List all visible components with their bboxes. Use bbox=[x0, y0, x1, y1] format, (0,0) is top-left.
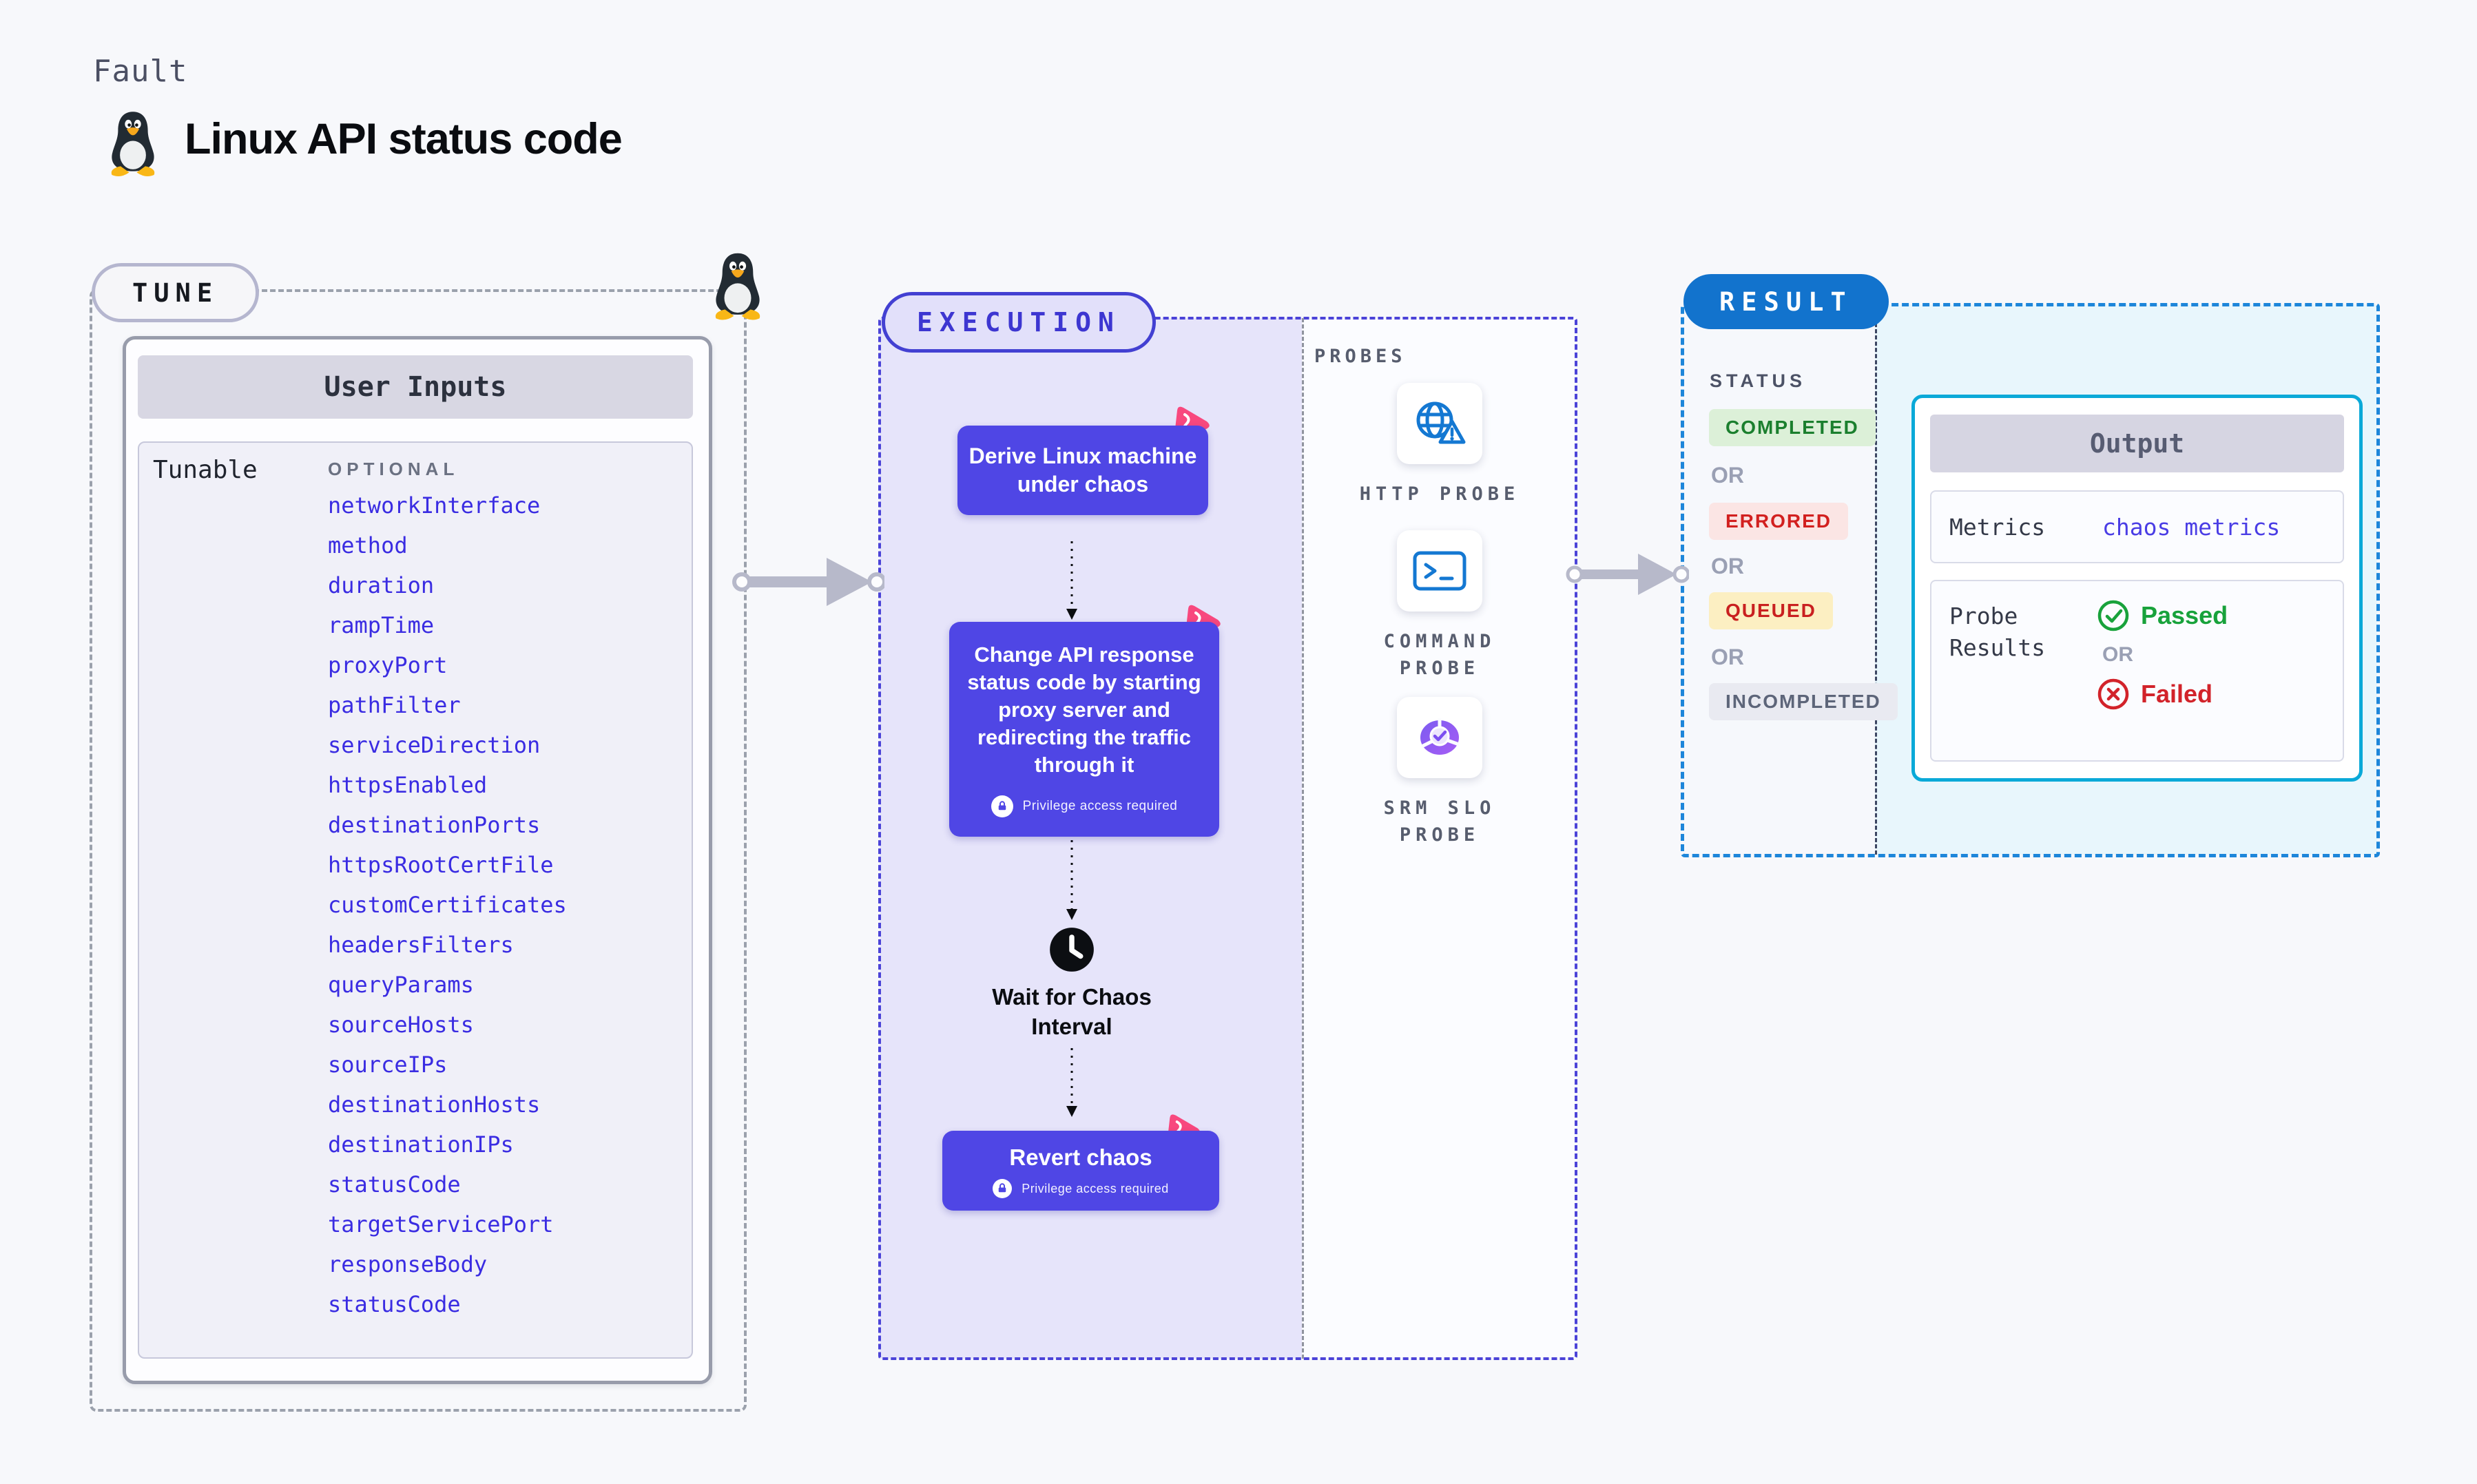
tunable-param: targetServicePort bbox=[328, 1211, 554, 1237]
status-badge-queued: QUEUED bbox=[1709, 592, 1833, 629]
tunable-row-label: Tunable bbox=[153, 456, 258, 484]
http-probe-label: HTTP PROBE bbox=[1359, 483, 1520, 505]
step-derive-machine: Derive Linux machine under chaos bbox=[957, 426, 1208, 515]
tunable-param: httpsRootCertFile bbox=[328, 852, 554, 878]
tunable-param: statusCode bbox=[328, 1291, 461, 1317]
srm-slo-probe-card bbox=[1397, 697, 1482, 778]
metrics-label: Metrics bbox=[1949, 514, 2046, 541]
result-status-panel bbox=[1682, 304, 1875, 855]
result-badge-label: RESULT bbox=[1719, 286, 1853, 317]
terminal-icon bbox=[1413, 551, 1466, 591]
output-card: Output Metrics chaos metrics Probe Resul… bbox=[1911, 395, 2363, 782]
step-label: Change API response status code by start… bbox=[967, 642, 1201, 777]
tune-to-execution-arrow bbox=[732, 558, 884, 606]
lock-icon bbox=[991, 795, 1013, 817]
privilege-label: Privilege access required bbox=[1022, 799, 1178, 813]
privilege-row: Privilege access required bbox=[959, 793, 1210, 820]
clock-icon bbox=[1048, 926, 1095, 973]
execution-badge: EXECUTION bbox=[882, 292, 1156, 353]
output-header: Output bbox=[1930, 415, 2344, 472]
tunable-param: destinationPorts bbox=[328, 812, 541, 838]
flow-arrow bbox=[1066, 840, 1077, 920]
optional-column-label: OPTIONAL bbox=[328, 459, 459, 479]
status-badge-completed: COMPLETED bbox=[1709, 409, 1876, 446]
or-separator: OR bbox=[1711, 463, 1744, 488]
tunables-table bbox=[138, 441, 693, 1359]
status-badge-incompleted: INCOMPLETED bbox=[1709, 683, 1898, 720]
metrics-value: chaos metrics bbox=[2102, 514, 2281, 541]
probes-section-label: PROBES bbox=[1314, 346, 1407, 367]
user-inputs-header: User Inputs bbox=[138, 355, 693, 419]
page-title: Linux API status code bbox=[185, 115, 623, 163]
linux-tux-icon bbox=[102, 109, 164, 179]
result-divider bbox=[1875, 304, 1877, 855]
lock-icon bbox=[993, 1179, 1013, 1198]
probes-divider bbox=[1302, 318, 1304, 1359]
status-badge-errored: ERRORED bbox=[1709, 503, 1849, 540]
flow-arrow bbox=[1066, 541, 1077, 620]
globe-warning-icon bbox=[1416, 401, 1466, 444]
tunable-param: rampTime bbox=[328, 612, 435, 638]
tunable-param: sourceHosts bbox=[328, 1012, 474, 1038]
step-revert-chaos: Revert chaos Privilege access required bbox=[942, 1131, 1219, 1211]
tunable-param: pathFilter bbox=[328, 692, 461, 718]
tunable-param: networkInterface bbox=[328, 492, 541, 519]
flow-arrow bbox=[1066, 1048, 1077, 1117]
tune-section-outline bbox=[90, 289, 747, 1412]
probes-panel bbox=[1302, 318, 1576, 1359]
command-probe-label: COMMAND PROBE bbox=[1383, 631, 1496, 679]
metrics-row: Metrics chaos metrics bbox=[1930, 490, 2344, 563]
execution-to-result-arrow bbox=[1566, 554, 1689, 595]
tunable-param: httpsEnabled bbox=[328, 772, 488, 798]
probe-verdicts: Passed OR Failed bbox=[2097, 599, 2228, 711]
tune-badge: TUNE bbox=[92, 263, 260, 322]
status-section-label: STATUS bbox=[1710, 370, 1806, 391]
step-label: Revert chaos bbox=[1009, 1145, 1152, 1170]
tunable-param: headersFilters bbox=[328, 932, 514, 958]
failed-label: Failed bbox=[2141, 680, 2213, 708]
step-label: Derive Linux machine under chaos bbox=[968, 443, 1197, 497]
or-separator: OR bbox=[2102, 643, 2133, 666]
tunable-param: responseBody bbox=[328, 1251, 488, 1277]
fault-eyebrow: Fault bbox=[93, 54, 188, 89]
srm-slo-probe-label: SRM SLO PROBE bbox=[1383, 797, 1496, 846]
or-separator: OR bbox=[1711, 554, 1744, 578]
tunable-param: proxyPort bbox=[328, 652, 448, 678]
probe-results-row: Probe Results Passed OR Failed bbox=[1930, 580, 2344, 762]
result-badge: RESULT bbox=[1683, 274, 1889, 329]
passed-label: Passed bbox=[2141, 601, 2228, 629]
or-separator: OR bbox=[1711, 645, 1744, 669]
tunable-params-list: networkInterface method duration rampTime pr… bbox=[328, 494, 567, 1315]
tunable-param: destinationIPs bbox=[328, 1131, 514, 1158]
verdict-passed: Passed bbox=[2097, 599, 2228, 632]
step-change-status-code: Change API response status code by start… bbox=[949, 622, 1219, 837]
tunable-param: method bbox=[328, 532, 408, 558]
probe-results-label: Probe Results bbox=[1949, 603, 2046, 661]
tunable-param: sourceIPs bbox=[328, 1052, 448, 1078]
step-wait-chaos-interval: Wait for Chaos Interval bbox=[992, 984, 1152, 1039]
slo-donut-check-icon bbox=[1420, 718, 1460, 755]
privilege-label: Privilege access required bbox=[1022, 1181, 1169, 1195]
x-circle-icon bbox=[2097, 678, 2129, 710]
http-probe-card bbox=[1397, 383, 1482, 464]
execution-badge-label: EXECUTION bbox=[917, 307, 1121, 337]
tune-badge-label: TUNE bbox=[132, 278, 219, 308]
tunable-param: duration bbox=[328, 572, 435, 598]
tunable-param: statusCode bbox=[328, 1171, 461, 1198]
check-circle-icon bbox=[2097, 600, 2129, 631]
tunable-param: serviceDirection bbox=[328, 732, 541, 758]
tunable-param: customCertificates bbox=[328, 892, 567, 918]
privilege-row: Privilege access required bbox=[952, 1179, 1210, 1198]
tunable-param: destinationHosts bbox=[328, 1091, 541, 1118]
tunable-param: queryParams bbox=[328, 972, 474, 998]
verdict-failed: Failed bbox=[2097, 678, 2228, 711]
linux-tux-icon bbox=[705, 251, 770, 322]
command-probe-card bbox=[1397, 530, 1482, 612]
